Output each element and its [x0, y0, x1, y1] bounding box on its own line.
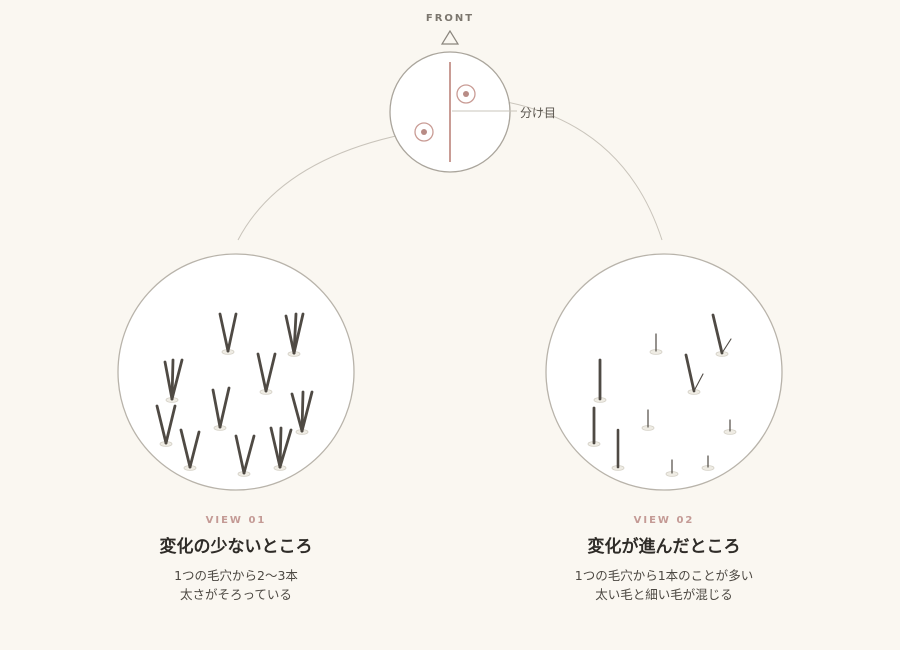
hair-strand [211, 388, 222, 429]
connector-line-left [237, 133, 406, 241]
zoom-view-01 [117, 253, 355, 491]
hair-strand [269, 426, 282, 469]
hair-strand [170, 358, 175, 401]
hair-strand [684, 353, 696, 393]
hair-strand [278, 428, 293, 469]
marker-view-02 [456, 84, 476, 104]
view-description: 1つの毛穴から2〜3本 太さがそろっている [76, 566, 396, 604]
hair-strand [278, 426, 283, 469]
hair-strand [256, 352, 268, 393]
hair-strand [226, 312, 238, 353]
hair-strand [218, 386, 231, 429]
hair-strand [693, 373, 704, 392]
front-label: FRONT [425, 13, 475, 24]
scalp-map [389, 51, 517, 173]
view-block-01: VIEW 01 変化の少ないところ 1つの毛穴から2〜3本 太さがそろっている [76, 515, 396, 604]
hair-strand [155, 404, 168, 445]
view-description-line: 太さがそろっている [180, 587, 292, 602]
hair-strand [300, 390, 305, 433]
view-title: 変化の少ないところ [159, 537, 313, 557]
view-code: VIEW 02 [633, 515, 695, 526]
zoom-circle-01 [117, 253, 355, 491]
view-code: VIEW 01 [205, 515, 267, 526]
hair-strand [234, 434, 246, 475]
view-description-line: 1つの毛穴から2〜3本 [174, 568, 298, 583]
hair-strand [721, 338, 732, 354]
part-label: 分け目 [520, 106, 557, 120]
hair-strand [292, 312, 305, 355]
hair-group-01 [155, 312, 314, 477]
hair-strand [264, 352, 277, 393]
marker-view-01 [414, 122, 434, 142]
view-description-line: 太い毛と細い毛が混じる [595, 587, 733, 602]
hair-strand [242, 434, 256, 475]
hair-strand [188, 430, 201, 469]
hair-strand [284, 314, 296, 355]
hair-group-02 [587, 313, 737, 477]
view-description: 1つの毛穴から1本のことが多い 太い毛と細い毛が混じる [504, 566, 824, 604]
view-block-02: VIEW 02 変化が進んだところ 1つの毛穴から1本のことが多い 太い毛と細い… [504, 515, 824, 604]
hair-strand [179, 428, 192, 469]
hair-strand [218, 312, 230, 353]
view-description-line: 1つの毛穴から1本のことが多い [574, 568, 754, 583]
zoom-circle-02 [545, 253, 783, 491]
hair-strand [711, 313, 724, 355]
hair-strand [164, 404, 177, 445]
front-triangle-icon [440, 29, 460, 45]
hair-strand [170, 358, 184, 401]
hair-strand [300, 390, 314, 433]
hair-strand [290, 392, 304, 433]
view-title: 変化が進んだところ [587, 537, 741, 557]
zoom-view-02 [545, 253, 783, 491]
